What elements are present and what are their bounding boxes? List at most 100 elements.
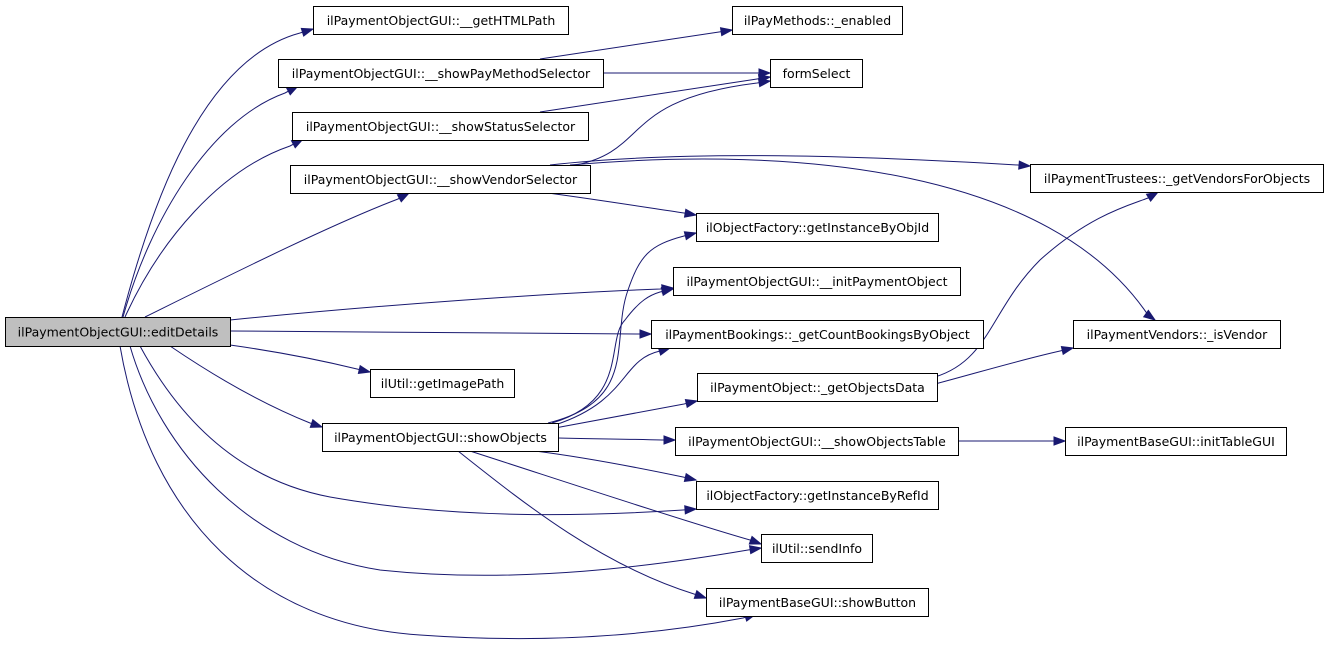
edge-arrowhead (1018, 160, 1032, 170)
edge-arrowhead (309, 418, 324, 428)
node-box (761, 534, 873, 563)
node-label: ilUtil::sendInfo (772, 541, 862, 556)
node-box (675, 427, 959, 456)
edge-showObjects-to-byRefId (534, 450, 698, 483)
edge-arrowhead (684, 398, 699, 409)
node-vendorSel[interactable]: ilPaymentObjectGUI::__showVendorSelector (290, 165, 591, 194)
edge-line (457, 450, 707, 599)
edge-line (229, 330, 651, 335)
node-statusSel[interactable]: ilPaymentObjectGUI::__showStatusSelector (292, 112, 589, 141)
edge-showObjects-to-sendInfo (469, 450, 763, 545)
node-byObjId[interactable]: ilObjectFactory::getInstanceByObjId (696, 213, 939, 242)
edge-line (554, 347, 671, 426)
node-payEnabled[interactable]: ilPayMethods::_enabled (732, 6, 903, 35)
edge-arrowhead (693, 589, 708, 599)
edge-arrowhead (396, 192, 411, 203)
node-box (290, 165, 591, 194)
node-payMethodSel[interactable]: ilPaymentObjectGUI::__showPayMethodSelec… (278, 59, 604, 88)
edge-arrowhead (660, 286, 675, 297)
edge-line (539, 29, 733, 60)
node-label: ilPaymentObjectGUI::__initPaymentObject (686, 274, 947, 289)
edge-arrowhead (683, 208, 698, 218)
edge-payMethodSel-to-formSelect (603, 68, 772, 78)
node-box (651, 320, 984, 349)
edge-arrowhead (748, 535, 763, 545)
edge-line (229, 344, 371, 373)
edge-arrowhead (357, 364, 372, 375)
node-objectsData[interactable]: ilPaymentObject::_getObjectsData (697, 373, 938, 402)
node-showButton[interactable]: ilPaymentBaseGUI::showButton (706, 588, 929, 617)
edge-objectsTable-to-initTable (958, 436, 1067, 446)
node-label: ilPaymentObjectGUI::__showObjectsTable (688, 434, 946, 449)
edge-line (575, 80, 771, 166)
edge-root-to-getHTMLPath (121, 27, 315, 318)
edge-arrowhead (1053, 436, 1067, 446)
node-label: ilPaymentObjectGUI::__showPayMethodSelec… (292, 66, 591, 81)
node-initPayObj[interactable]: ilPaymentObjectGUI::__initPaymentObject (673, 267, 961, 296)
node-label: formSelect (783, 66, 851, 81)
edge-line (122, 85, 299, 318)
edge-line (124, 138, 304, 318)
edge-arrowhead (683, 472, 698, 483)
node-getHTMLPath[interactable]: ilPaymentObjectGUI::__getHTMLPath (313, 6, 569, 35)
node-getImagePath[interactable]: ilUtil::getImagePath (370, 369, 515, 398)
node-label: ilPaymentBookings::_getCountBookingsByOb… (665, 327, 970, 342)
node-sendInfo[interactable]: ilUtil::sendInfo (761, 534, 873, 563)
edge-line (469, 450, 762, 545)
node-label: ilPaymentObjectGUI::__showVendorSelector (304, 172, 578, 187)
node-objectsTable[interactable]: ilPaymentObjectGUI::__showObjectsTable (675, 427, 959, 456)
node-label: ilPaymentBaseGUI::showButton (719, 595, 916, 610)
call-edges (119, 27, 1160, 640)
node-label: ilPaymentBaseGUI::initTableGUI (1077, 434, 1275, 449)
node-label: ilObjectFactory::getInstanceByObjId (706, 220, 929, 235)
node-box (770, 59, 863, 88)
node-root[interactable]: ilPaymentObjectGUI::editDetails (5, 317, 231, 347)
edge-line (551, 288, 674, 424)
edge-root-to-vendorSel (144, 192, 411, 318)
edge-line (119, 345, 757, 640)
node-box (1065, 427, 1287, 456)
edge-root-to-getImagePath (229, 344, 372, 375)
node-label: ilObjectFactory::getInstanceByRefId (706, 488, 928, 503)
edge-root-to-statusSel (124, 138, 305, 318)
edge-showObjects-to-objectsTable (557, 435, 677, 445)
node-formSelect[interactable]: formSelect (770, 59, 863, 88)
edge-objectsData-to-isVendor (934, 345, 1075, 385)
node-box (278, 59, 604, 88)
node-byRefId[interactable]: ilObjectFactory::getInstanceByRefId (696, 481, 939, 510)
edge-arrowhead (1145, 191, 1160, 202)
node-initTable[interactable]: ilPaymentBaseGUI::initTableGUI (1065, 427, 1287, 456)
node-box (706, 588, 929, 617)
edge-root-to-byRefId (139, 345, 698, 516)
edge-root-to-showObjects (169, 345, 324, 428)
edge-line (557, 437, 675, 441)
edge-showObjects-to-initPayObj (551, 286, 675, 424)
node-countBookings[interactable]: ilPaymentBookings::_getCountBookingsByOb… (651, 320, 984, 349)
node-box (696, 213, 939, 242)
function-nodes: ilPaymentObjectGUI::editDetailsilPayment… (5, 6, 1324, 617)
edge-arrowhead (748, 545, 763, 555)
node-box (292, 112, 589, 141)
node-label: ilPaymentVendors::_isVendor (1087, 327, 1269, 342)
edge-root-to-payMethodSel (122, 85, 300, 318)
edge-arrowhead (683, 231, 698, 241)
edge-line (229, 287, 674, 321)
edge-arrowhead (1142, 309, 1157, 321)
edge-root-to-countBookings (229, 329, 653, 339)
node-box (313, 6, 569, 35)
node-label: ilUtil::getImagePath (381, 376, 505, 391)
edge-line (934, 347, 1074, 385)
edge-line (144, 192, 410, 318)
edge-objectsData-to-trustees (934, 191, 1160, 378)
edge-line (129, 345, 762, 576)
edge-getHTMLPath-to-payEnabled (539, 27, 734, 60)
node-showObjects[interactable]: ilPaymentObjectGUI::showObjects (322, 423, 559, 452)
node-label: ilPaymentTrustees::_getVendorsForObjects (1044, 171, 1310, 186)
node-isVendor[interactable]: ilPaymentVendors::_isVendor (1073, 320, 1281, 349)
node-box (5, 317, 231, 347)
edge-root-to-initPayObj (229, 284, 675, 321)
node-box (732, 6, 903, 35)
node-box (322, 423, 559, 452)
edge-line (547, 232, 697, 424)
node-trustees[interactable]: ilPaymentTrustees::_getVendorsForObjects (1030, 164, 1324, 193)
